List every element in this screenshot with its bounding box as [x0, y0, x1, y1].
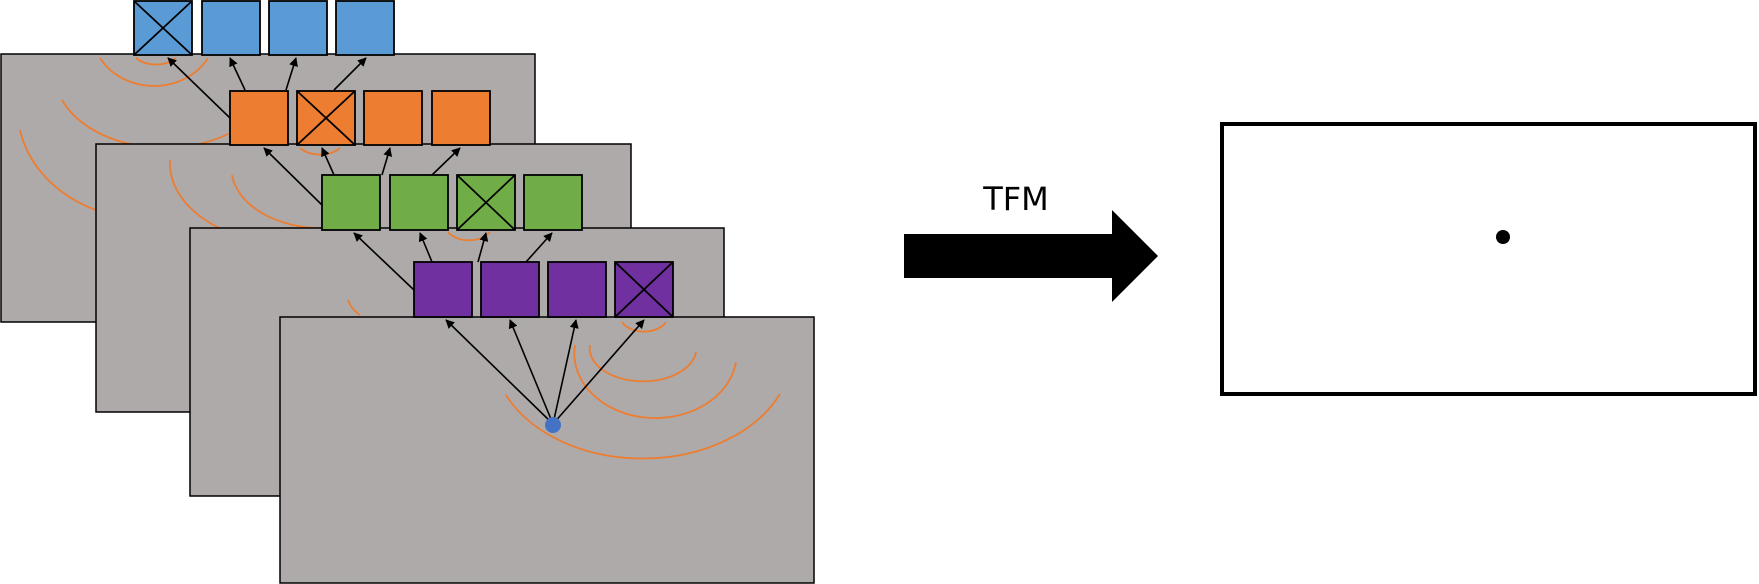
layer-3-rays: [353, 232, 553, 291]
layer-1-elements: [133, 0, 395, 56]
layer-4-element-1: [413, 261, 473, 318]
layer-1-element-3: [268, 0, 328, 56]
layer-2-element-1: [229, 90, 289, 146]
layer-4-element-3: [547, 261, 607, 318]
layer-3-element-4: [523, 174, 583, 231]
layer-2-elements: [229, 90, 491, 146]
layer-4-rays: [445, 319, 645, 425]
tfm-output-image: [1220, 122, 1757, 396]
layer-1-ray-1: [167, 57, 231, 119]
layer-1-element-2: [201, 0, 261, 56]
layer-2-element-4: [431, 90, 491, 146]
layer-4-elements: [413, 261, 674, 318]
layer-3-element-2: [389, 174, 449, 231]
layer-4-ray-2: [508, 319, 554, 425]
layer-2-ray-2: [321, 147, 335, 176]
tfm-arrow-shape: [904, 210, 1158, 302]
layer-1-element-1-cross: [133, 0, 193, 56]
layer-2-element-3: [363, 90, 423, 146]
layer-1-rays: [167, 57, 367, 119]
layer-4-ray-4: [552, 319, 645, 425]
layer-1-element-4: [335, 0, 395, 56]
layer-2-ray-1: [263, 147, 323, 206]
layer-4: [279, 261, 815, 584]
layer-2-ray-3: [381, 147, 393, 176]
layer-4-element-4-cross: [614, 261, 674, 318]
layer-4-panel: [279, 316, 815, 584]
layer-4-ray-3: [552, 319, 579, 425]
layer-4-ray-1: [445, 319, 554, 425]
tfm-arrow: TFM: [904, 180, 1158, 302]
layer-2-ray-4: [431, 147, 461, 176]
tfm-output-frame: [1220, 122, 1757, 396]
source-point: [545, 417, 561, 433]
layer-4-element-2: [480, 261, 540, 318]
layer-3-ray-3: [477, 232, 489, 263]
layer-3-elements: [321, 174, 583, 231]
tfm-arrow-label: TFM: [982, 180, 1049, 218]
layer-1-ray-3: [285, 57, 298, 91]
layer-3-element-1: [321, 174, 381, 231]
layer-3-ray-4: [525, 232, 553, 263]
layer-4-waves: [505, 321, 781, 460]
layer-1-ray-4: [333, 57, 367, 91]
layer-1-ray-2: [229, 57, 246, 91]
layer-3-element-3-cross: [456, 174, 516, 231]
layer-3-ray-2: [418, 232, 433, 263]
reconstructed-point: [1496, 230, 1510, 244]
layer-3-ray-1: [353, 232, 415, 291]
layer-2-element-2-cross: [296, 90, 356, 146]
layer-2-rays: [263, 147, 461, 206]
